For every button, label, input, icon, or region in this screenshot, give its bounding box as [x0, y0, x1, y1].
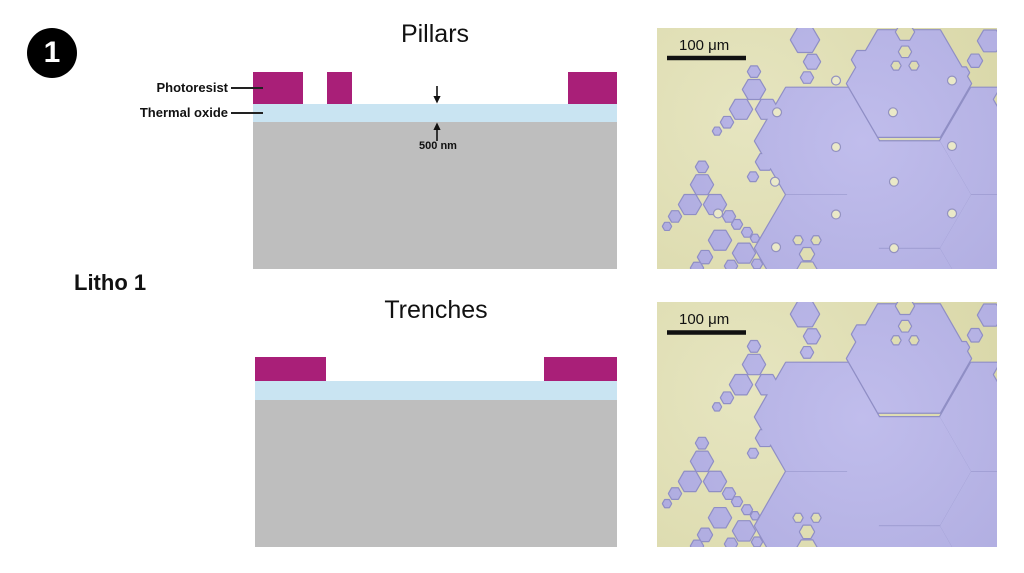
pillars-panel-title: Pillars [400, 20, 470, 48]
pillar-dots [712, 75, 958, 254]
thermal-oxide-label: Thermal oxide [139, 105, 228, 120]
thermal-oxide-layer [253, 104, 617, 122]
pattern-inlets [793, 302, 997, 547]
scale-bar: 100 μm [667, 311, 746, 335]
scale-bar-label: 100 μm [679, 37, 729, 54]
trenches-panel-title: Trenches [384, 296, 488, 324]
photoresist-lead-line [231, 87, 263, 89]
scale-bar-line [667, 55, 746, 61]
photoresist-block [568, 72, 617, 104]
oxide-thickness-value: 500 nm [419, 140, 457, 152]
fractal-pattern [663, 302, 997, 547]
substrate-layer [253, 122, 617, 269]
substrate-layer [255, 400, 617, 547]
micrograph-pillars: 100 μm [657, 28, 997, 269]
thermal-oxide-layer [255, 381, 617, 400]
thermal-oxide-lead-line [231, 112, 263, 114]
litho-row-label: Litho 1 [74, 270, 147, 295]
photoresist-block [327, 72, 352, 104]
micrograph-trenches: 100 μm [657, 302, 997, 547]
pattern-inlets [793, 28, 997, 269]
scale-bar-label: 100 μm [679, 311, 729, 328]
step-number-badge: 1 [27, 28, 77, 78]
photoresist-block [255, 357, 326, 381]
photoresist-label: Photoresist [156, 80, 228, 95]
scale-bar: 100 μm [667, 37, 746, 61]
fractal-pattern [663, 28, 997, 269]
scale-bar-line [667, 330, 746, 335]
photoresist-block [544, 357, 617, 381]
oxide-thickness-arrows [433, 86, 441, 141]
